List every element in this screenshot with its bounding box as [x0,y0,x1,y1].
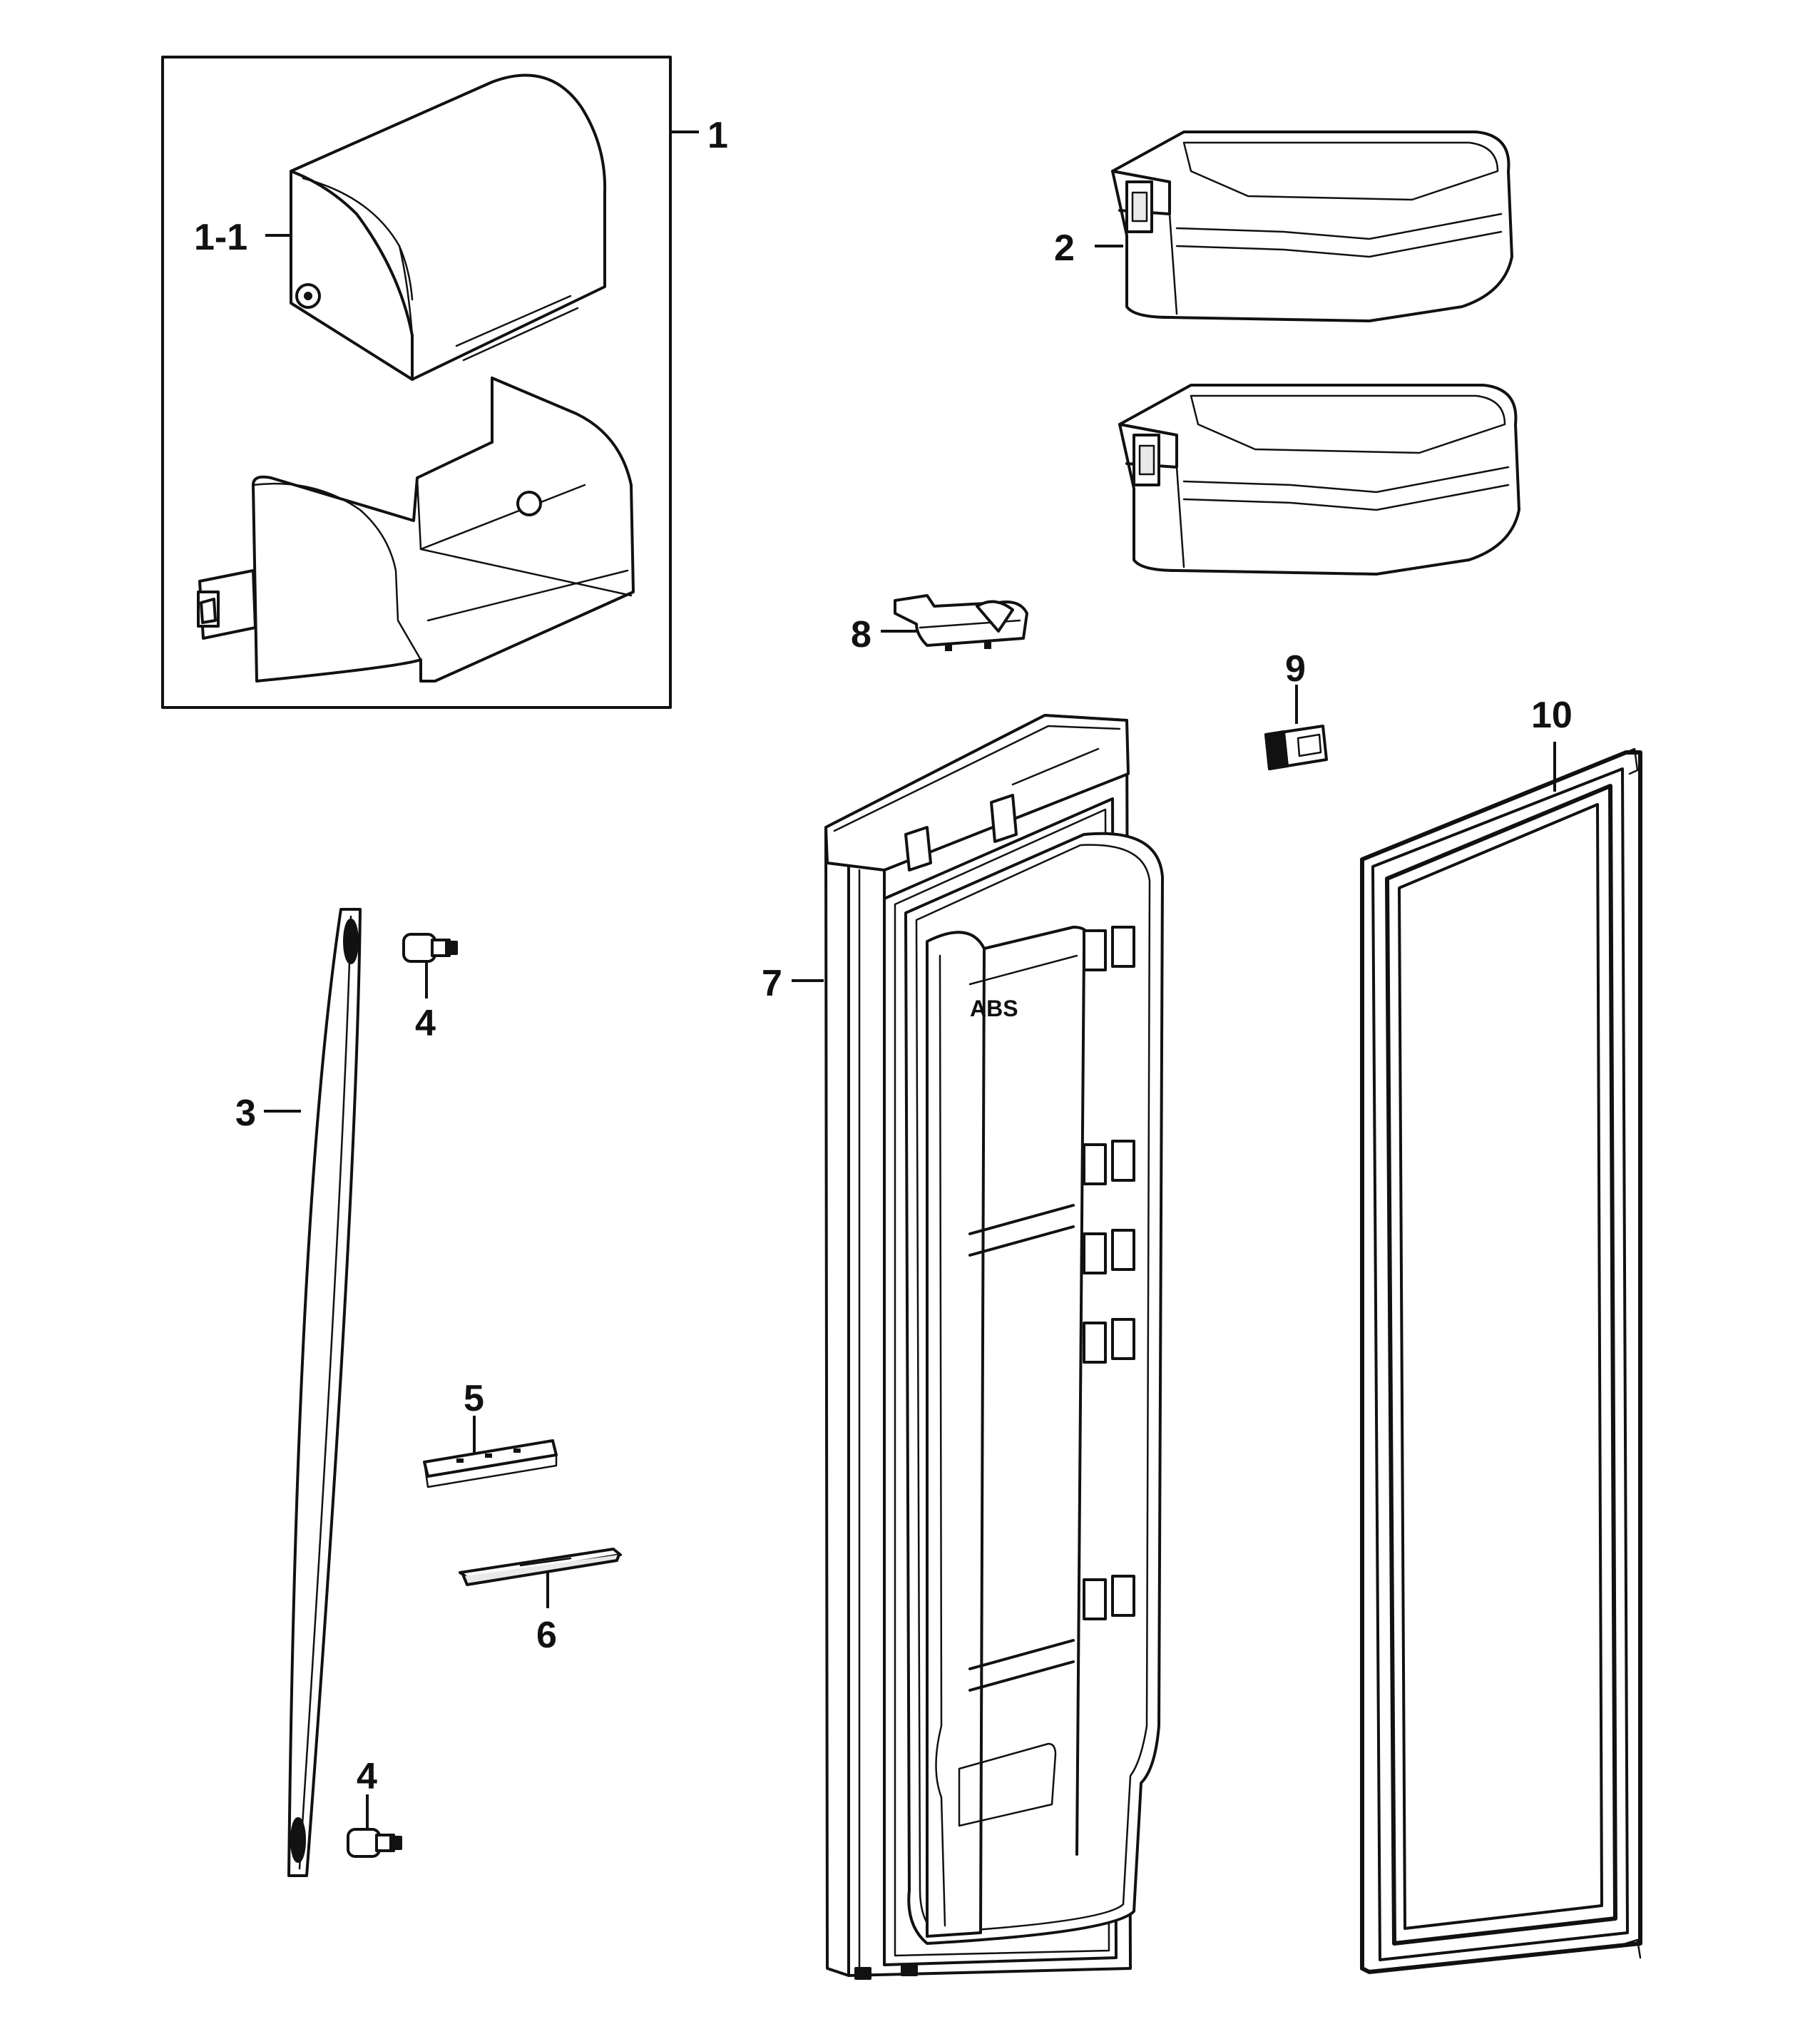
callout-7: 7 [762,963,782,1004]
callout-4-lower: 4 [357,1756,377,1797]
door-stamp-text: ABS [970,996,1018,1021]
part-5-plate [423,1416,558,1488]
callout-3: 3 [235,1093,256,1134]
callout-4-upper: 4 [415,1003,436,1044]
callout-6: 6 [536,1615,557,1656]
callout-10: 10 [1531,695,1573,736]
part-4-screw-lower [347,1794,402,1858]
part-1-lower-bin [197,377,635,683]
part-9-block [1264,685,1328,770]
callout-5: 5 [464,1378,484,1419]
callout-1: 1 [707,115,728,156]
part-10-gasket [1360,742,1642,1974]
part-2-bin-upper [1111,131,1513,322]
part-1-1-cover [290,73,607,381]
callout-8: 8 [851,614,871,655]
part-1-assembly-frame [161,56,699,709]
part-6-bracket [459,1548,622,1608]
callout-9: 9 [1285,648,1306,690]
callout-2: 2 [1054,228,1075,269]
part-4-screw-upper [402,933,458,998]
callout-1-1: 1-1 [194,217,247,258]
part-3-door-handle [287,908,362,1877]
part-7-door [824,714,1164,1980]
part-2-bin-lower [1118,384,1520,576]
part-8-clip [881,594,1028,651]
